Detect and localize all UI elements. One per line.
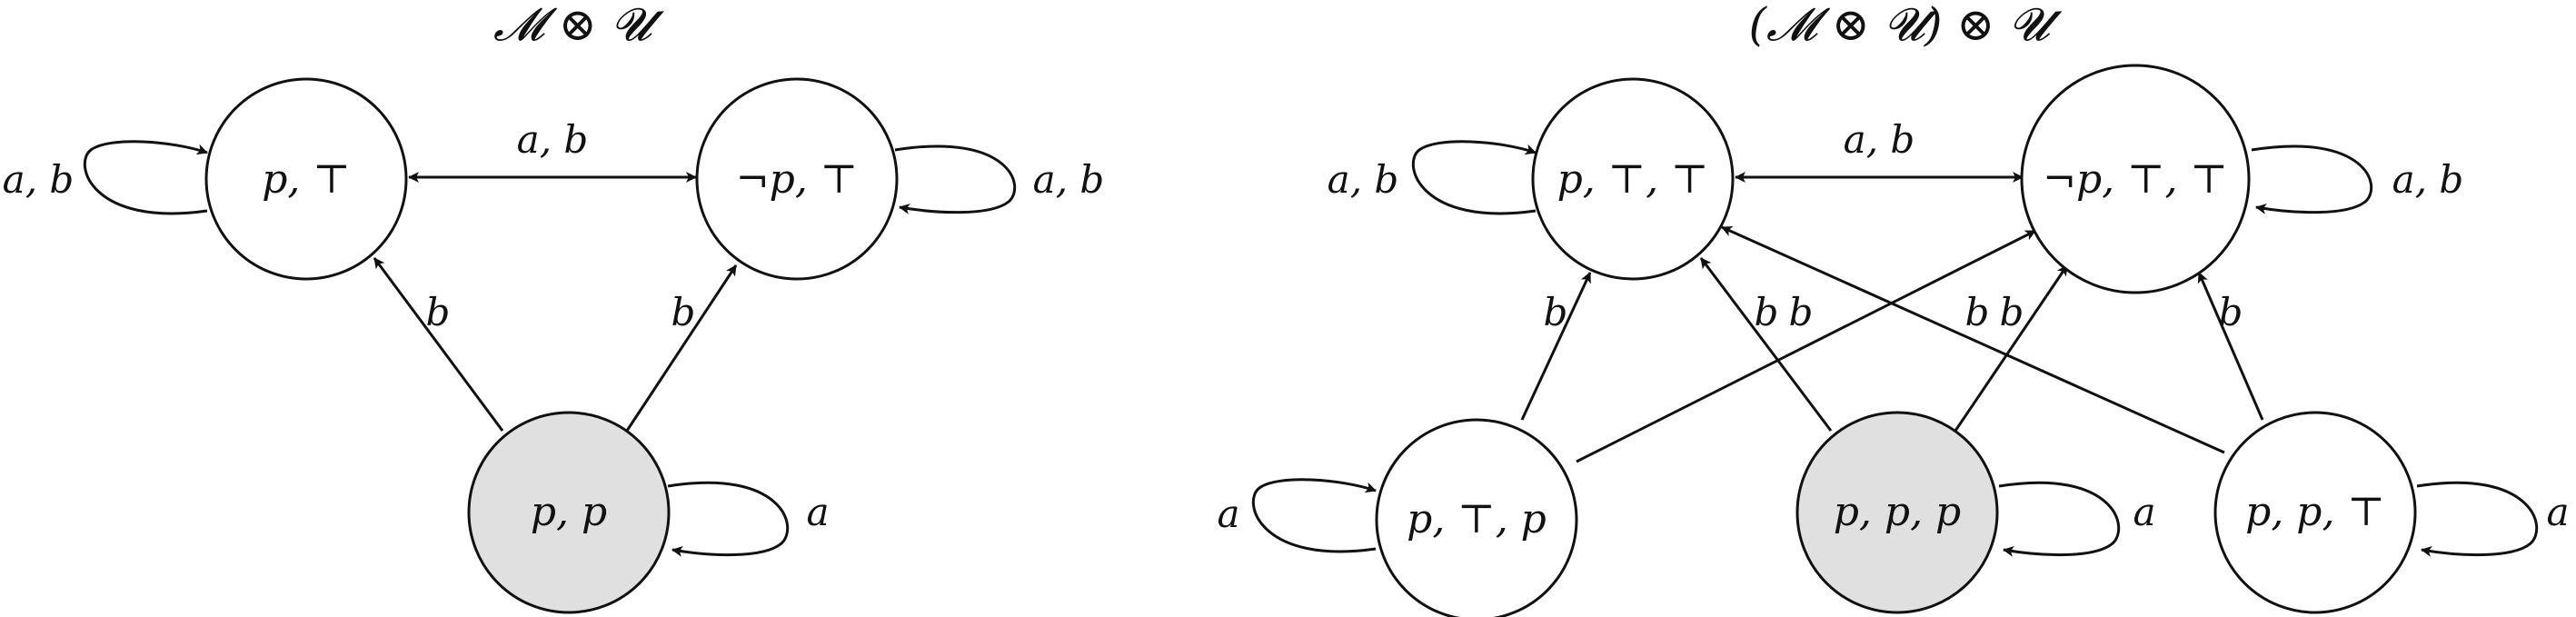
right-edge-ppT-pTT [1721, 225, 2225, 454]
right-node-npTT: ¬p, ⊤, ⊤ [2020, 64, 2251, 294]
left-edge-pp-pT [373, 257, 504, 432]
right-node-npTT-circle [2020, 64, 2251, 294]
right-selfloop-ppp [1998, 481, 2121, 557]
right-node-pTp: p, ⊤, p [1375, 418, 1578, 617]
right-node-ppp: p, p, p [1795, 411, 1999, 614]
left-diagram-title: 𝓜 ⊗ 𝓤 [493, 0, 665, 51]
right-node-ppp-circle [1795, 411, 1999, 614]
left-node-npT: ¬p, ⊤ [695, 77, 899, 281]
right-edge-label-top: a, b [1844, 117, 1915, 162]
left-selfloop-pp [667, 481, 790, 557]
left-edge-label-self-npT: a, b [1033, 157, 1105, 202]
right-node-npTT-label: ¬p, ⊤, ⊤ [2043, 156, 2228, 203]
left-edge-label-pp-npT: b [671, 290, 696, 334]
right-node-pTT-label: p, ⊤, ⊤ [1557, 156, 1709, 203]
right-selfloop-pTp [1251, 478, 1377, 553]
left-diagram: 𝓜 ⊗ 𝓤 a, b a, b a, b a b b p, ⊤ ¬p, ⊤ [3, 0, 1105, 614]
right-edge-ppp-npTT [1954, 264, 2069, 432]
right-node-ppp-label: p, p, p [1834, 489, 1961, 535]
left-edge-label-self-pT: a, b [3, 157, 75, 202]
left-node-npT-circle [695, 77, 899, 281]
right-edge-label-self-npTT: a, b [2392, 157, 2464, 202]
right-selfloop-ppT [2416, 481, 2539, 557]
left-node-pp: p, p [467, 411, 671, 614]
right-node-ppT: p, p, ⊤ [2213, 411, 2417, 614]
right-edge-label-pTp-pTT: b [1544, 290, 1568, 334]
right-edge-label-ppp-npTT-1: b [1965, 290, 1990, 334]
right-edge-label-self-ppT: a [2546, 490, 2569, 534]
right-edge-pTp-pTT [1520, 272, 1592, 421]
left-selfloop-pT [83, 140, 208, 215]
right-diagram: (𝓜 ⊗ 𝓤) ⊗ 𝓤 a, b a, b a, b a a a b b b b… [1217, 0, 2570, 617]
left-node-pT: p, ⊤ [204, 77, 408, 281]
right-node-pTT: p, ⊤, ⊤ [1531, 77, 1735, 281]
right-edge-label-ppp-npTT-2: b [2000, 290, 2024, 334]
left-edge-pp-npT [625, 264, 738, 432]
left-node-pT-label: p, ⊤ [262, 156, 351, 203]
left-node-pp-label: p, p [531, 489, 607, 535]
right-edge-label-ppT-npTT: b [2219, 290, 2243, 334]
right-edge-pTp-npTT [1576, 229, 2036, 463]
right-selfloop-npTT [2251, 144, 2373, 214]
right-diagram-title: (𝓜 ⊗ 𝓤) ⊗ 𝓤 [1749, 0, 2064, 51]
right-selfloop-pTT [1411, 140, 1537, 215]
left-node-pT-circle [204, 77, 408, 281]
right-node-pTT-circle [1531, 77, 1735, 281]
right-node-ppT-circle [2213, 411, 2417, 614]
right-node-pTp-circle [1375, 418, 1578, 617]
right-node-pTp-label: p, ⊤, p [1407, 496, 1547, 542]
right-edge-label-self-pTT: a, b [1328, 157, 1399, 202]
right-edge-label-self-pTp: a [1217, 492, 1239, 536]
right-node-ppT-label: p, p, ⊤ [2245, 489, 2385, 535]
right-edge-label-self-ppp: a [2133, 490, 2155, 534]
right-edge-ppp-pTT [1699, 257, 1833, 432]
left-selfloop-npT [894, 144, 1017, 214]
left-edge-label-pp-pT: b [426, 290, 451, 334]
left-edge-label-top: a, b [517, 117, 589, 162]
left-node-pp-circle [467, 411, 671, 614]
left-node-npT-label: ¬p, ⊤ [736, 156, 858, 203]
right-edge-label-ppp-pTT-2: b [1789, 290, 1814, 334]
left-edge-label-self-pp: a [806, 490, 829, 534]
right-edge-ppT-npTT [2197, 272, 2264, 421]
right-edge-label-ppp-pTT-1: b [1755, 290, 1779, 334]
